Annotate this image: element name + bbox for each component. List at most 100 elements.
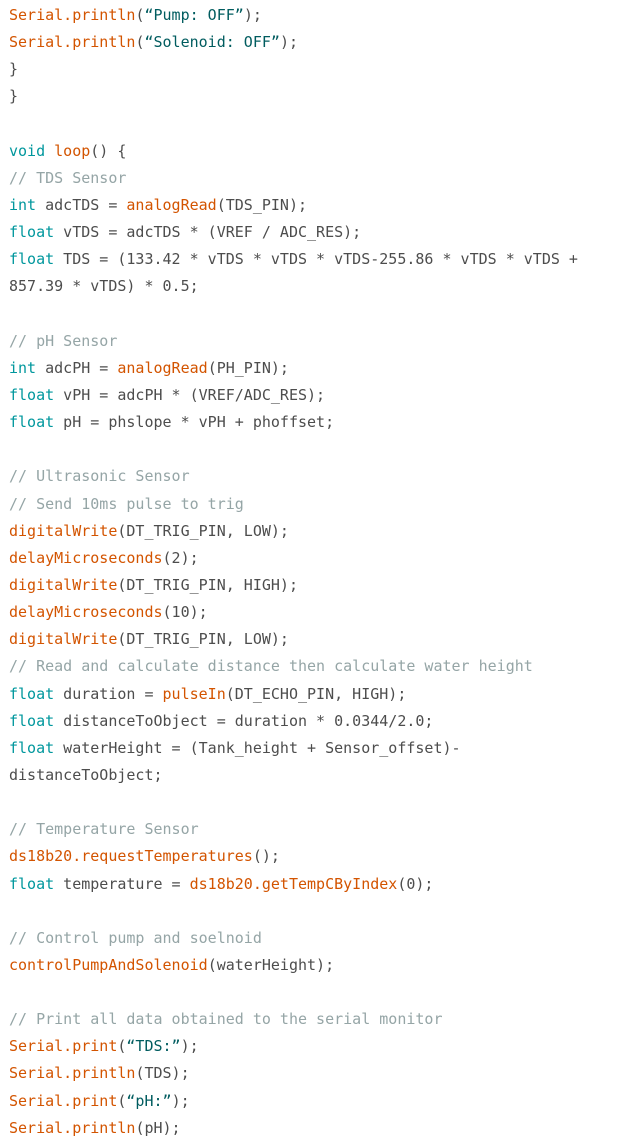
code-line: float waterHeight = (Tank_height + Senso… (9, 735, 578, 762)
code-token-function: pulseIn (162, 684, 226, 703)
code-line: float vPH = adcPH * (VREF/ADC_RES); (9, 382, 578, 409)
code-token-plain: distanceToObject; (9, 765, 163, 784)
code-token-comment: // Temperature Sensor (9, 820, 199, 839)
code-token-plain: ); (180, 1037, 199, 1056)
code-line: Serial.print(“TDS:”); (9, 1033, 578, 1060)
code-token-plain: ( (135, 6, 145, 24)
code-line: // pH Sensor (9, 328, 578, 355)
code-token-plain: vTDS = adcTDS * (VREF / ADC_RES); (54, 223, 362, 242)
code-token-function: analogRead (126, 195, 217, 214)
code-line: // Temperature Sensor (9, 816, 578, 843)
code-line: digitalWrite(DT_TRIG_PIN, LOW); (9, 518, 578, 545)
code-token-comment: // Control pump and soelnoid (9, 928, 262, 947)
code-token-comment: // TDS Sensor (9, 168, 127, 187)
code-line: void loop() { (9, 138, 578, 165)
code-line: } (9, 83, 578, 110)
code-token-comment: // Send 10ms pulse to trig (9, 494, 244, 513)
code-line: // Control pump and soelnoid (9, 925, 578, 952)
code-token-plain: ); (243, 6, 262, 24)
code-token-plain: ); (171, 1091, 190, 1110)
code-token-plain: pH = phslope * vPH + phoffset; (54, 413, 335, 432)
code-line: digitalWrite(DT_TRIG_PIN, LOW); (9, 626, 578, 653)
code-line: float pH = phslope * vPH + phoffset; (9, 409, 578, 436)
code-line: float distanceToObject = duration * 0.03… (9, 708, 578, 735)
code-line: Serial.println(“Solenoid: OFF”); (9, 29, 578, 56)
code-token-comment: // Print all data obtained to the serial… (9, 1010, 443, 1029)
code-token-keyword: float (9, 385, 55, 404)
code-line: Serial.println(“Pump: OFF”); (9, 2, 578, 29)
code-token-plain: vPH = adcPH * (VREF/ADC_RES); (54, 385, 326, 404)
code-line: float TDS = (133.42 * vTDS * vTDS * vTDS… (9, 246, 578, 273)
code-token-plain: (PH_PIN); (207, 358, 289, 377)
code-token-plain: waterHeight = (Tank_height + Sensor_offs… (54, 738, 461, 757)
code-token-comment: // Read and calculate distance then calc… (9, 657, 533, 676)
code-token-keyword: int (9, 358, 37, 377)
code-line: digitalWrite(DT_TRIG_PIN, HIGH); (9, 572, 578, 599)
code-token-plain: TDS = (133.42 * vTDS * vTDS * vTDS-255.8… (54, 250, 578, 269)
code-token-function: Serial.println (9, 1118, 136, 1137)
code-token-keyword: float (9, 413, 55, 432)
code-token-plain: (pH); (135, 1118, 181, 1137)
code-token-keyword: float (9, 874, 55, 893)
code-line: delayMicroseconds(2); (9, 545, 578, 572)
code-line: // Ultrasonic Sensor (9, 463, 578, 490)
code-token-plain: (DT_ECHO_PIN, HIGH); (225, 684, 407, 703)
code-token-keyword: void (9, 141, 46, 160)
code-line (9, 301, 578, 328)
code-token-function: Serial.print (9, 1091, 118, 1110)
code-line: Serial.print(“pH:”); (9, 1088, 578, 1115)
code-line: 857.39 * vTDS) * 0.5; (9, 273, 578, 300)
code-token-plain: temperature = (54, 874, 190, 893)
code-token-string: “pH:” (126, 1091, 172, 1110)
code-line: // Print all data obtained to the serial… (9, 1006, 578, 1033)
code-token-string: “Pump: OFF” (144, 6, 244, 24)
code-line: int adcTDS = analogRead(TDS_PIN); (9, 192, 578, 219)
code-token-function: ds18b20.requestTemperatures (9, 847, 253, 866)
code-line: // TDS Sensor (9, 165, 578, 192)
code-token-function: controlPumpAndSolenoid (9, 955, 208, 974)
code-token-function: ds18b20.getTempCByIndex (189, 874, 398, 893)
code-token-plain: distanceToObject = duration * 0.0344/2.0… (54, 711, 434, 730)
code-token-plain: () { (90, 141, 127, 160)
code-token-plain: } (9, 60, 19, 79)
code-token-plain: } (9, 87, 19, 106)
code-token-function: delayMicroseconds (9, 603, 163, 622)
code-token-plain: (TDS_PIN); (216, 195, 308, 214)
code-line (9, 436, 578, 463)
code-token-plain (45, 142, 54, 160)
code-line: ds18b20.requestTemperatures(); (9, 843, 578, 870)
code-token-comment: // Ultrasonic Sensor (9, 467, 190, 486)
code-token-plain: ); (279, 33, 298, 52)
code-token-plain: (DT_TRIG_PIN, HIGH); (117, 575, 298, 594)
code-token-function: digitalWrite (9, 630, 118, 649)
code-token-plain: (DT_TRIG_PIN, LOW); (117, 630, 289, 649)
code-token-keyword: float (9, 684, 55, 703)
code-token-string: “Solenoid: OFF” (144, 33, 280, 52)
code-token-function: loop (54, 141, 91, 160)
code-line: Serial.println(TDS); (9, 1060, 578, 1087)
code-line: delayMicroseconds(10); (9, 599, 578, 626)
code-token-comment: // pH Sensor (9, 331, 118, 350)
code-line: int adcPH = analogRead(PH_PIN); (9, 355, 578, 382)
code-token-plain: adcTDS = (36, 195, 127, 214)
code-token-plain: adcPH = (36, 358, 118, 377)
code-token-plain: duration = (54, 684, 163, 703)
code-token-keyword: float (9, 738, 55, 757)
code-token-plain: (TDS); (135, 1064, 190, 1083)
code-token-function: Serial.print (9, 1037, 118, 1056)
code-token-plain: (10); (162, 603, 208, 622)
code-line: distanceToObject; (9, 762, 578, 789)
code-token-plain: (2); (162, 548, 199, 567)
code-token-plain: 857.39 * vTDS) * 0.5; (9, 277, 199, 296)
code-line: float duration = pulseIn(DT_ECHO_PIN, HI… (9, 681, 578, 708)
code-token-function: Serial.println (9, 1064, 136, 1083)
code-token-function: digitalWrite (9, 521, 118, 540)
code-token-function: digitalWrite (9, 575, 118, 594)
code-token-function: delayMicroseconds (9, 548, 163, 567)
code-line: Serial.println(pH); (9, 1115, 578, 1142)
code-token-keyword: float (9, 223, 55, 242)
code-token-plain: ( (117, 1091, 127, 1110)
code-line: } (9, 56, 578, 83)
code-token-keyword: int (9, 195, 37, 214)
code-line: // Read and calculate distance then calc… (9, 653, 578, 680)
